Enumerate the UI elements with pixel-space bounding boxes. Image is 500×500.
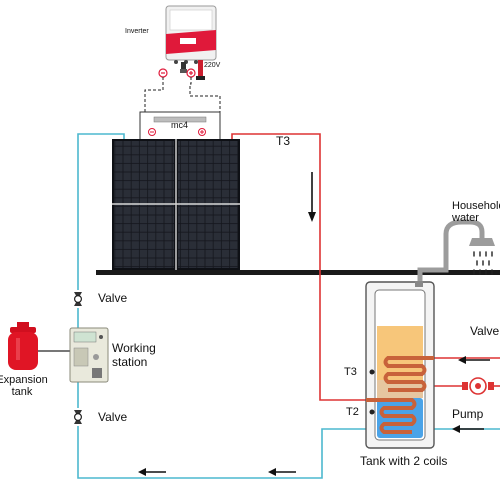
roof-line: [96, 270, 500, 275]
tank-label: Tank with 2 coils: [360, 454, 448, 468]
flow-arrow-down-hot: [308, 172, 316, 222]
flow-arrow-left-valve: [458, 356, 490, 364]
household-water-pipe: [417, 219, 485, 293]
upper-valve-icon: [73, 292, 82, 306]
dc-cable-positive: [189, 77, 221, 112]
t2-sensor: [369, 409, 375, 415]
t3-sensor: [369, 369, 375, 375]
flow-arrow-left-bottom-right: [268, 468, 296, 476]
shower-head: [469, 238, 495, 246]
flow-arrow-left-bottom-left: [138, 468, 166, 476]
upper-heating-coil: [383, 356, 434, 392]
dc-cable-negative: [144, 77, 164, 112]
mc4-junction-box: [139, 111, 221, 141]
cold-pipe-panel-return: [77, 133, 125, 290]
flow-arrow-left-cold-inlet: [452, 425, 484, 433]
expansion-tank-label-line1: Expansion: [0, 374, 48, 386]
tank-outlet-fitting: [415, 281, 423, 287]
household-label-line1: Household: [452, 200, 500, 212]
inverter-dc-minus-terminal: [158, 68, 168, 78]
inverter-dc-plus-terminal: [186, 68, 196, 78]
circulation-pump: [462, 377, 494, 395]
cold-pipe-bottom-return: [77, 426, 366, 479]
working-station-controller: [69, 327, 109, 383]
inverter-label: Inverter: [125, 28, 149, 35]
lower-heating-coil: [366, 398, 417, 434]
right-valve-label: Valve: [470, 324, 500, 338]
expansion-tank-label-line2: tank: [11, 386, 33, 398]
expansion-tank: [8, 322, 70, 370]
t2-sensor-label: T2: [346, 406, 359, 418]
working-station-label-line2: station: [112, 355, 148, 369]
lower-valve-label: Valve: [98, 410, 128, 424]
inverter-ac-plug: [180, 62, 187, 73]
working-station-label-line1: Working: [112, 341, 156, 355]
household-label-line2: water: [452, 212, 479, 224]
upper-valve-label: Valve: [98, 291, 128, 305]
t3-sensor-label: T3: [344, 366, 357, 378]
shower-water-drops: [473, 251, 493, 275]
voltage-label: 220V: [204, 62, 221, 69]
inverter-220v-plug: [196, 60, 205, 80]
mc4-label: mc4: [171, 120, 189, 130]
t3-pipe-label: T3: [276, 134, 291, 148]
pump-label: Pump: [452, 407, 484, 421]
solar-panel: [112, 139, 240, 270]
inverter: [165, 5, 217, 64]
hot-pipe-panel-to-tank: [231, 133, 366, 401]
lower-valve-icon: [73, 410, 82, 424]
